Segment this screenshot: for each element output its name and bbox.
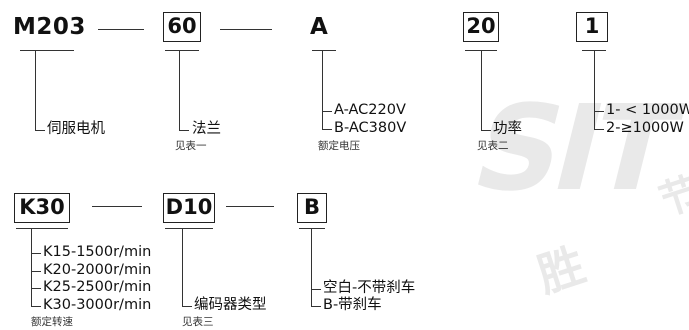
- flange-code-box: 60: [163, 12, 201, 42]
- voltage-option-b: B-AC380V: [334, 120, 407, 136]
- separator-dash: [220, 29, 272, 30]
- flange-label: 法兰: [192, 121, 221, 137]
- encoder-code-box: D10: [163, 193, 215, 223]
- speed-option-k25: K25-2500r/min: [43, 279, 152, 295]
- speed-range-option-1: 1- < 1000W: [606, 102, 689, 118]
- power-note: 见表二: [477, 140, 509, 152]
- encoder-label: 编码器类型: [194, 297, 267, 313]
- model-code: M203: [13, 14, 86, 40]
- speed-code-box: K30: [14, 193, 70, 223]
- encoder-note: 见表三: [182, 316, 214, 328]
- voltage-code: A: [310, 14, 329, 40]
- speed-option-k30: K30-3000r/min: [43, 297, 152, 313]
- brake-option-b: B-带刹车: [323, 297, 382, 313]
- power-code-box: 20: [463, 12, 499, 42]
- brake-option-none: 空白-不带刹车: [323, 280, 416, 296]
- power-label: 功率: [493, 121, 522, 137]
- watermark-char-2: 节: [653, 168, 689, 226]
- voltage-note: 额定电压: [318, 140, 360, 152]
- speed-option-k20: K20-2000r/min: [43, 262, 152, 278]
- separator-dash: [92, 206, 142, 207]
- separator-dash: [226, 206, 274, 207]
- flange-note: 见表一: [175, 140, 207, 152]
- speed-range-option-2: 2-≥1000W: [606, 120, 684, 136]
- speed-note: 额定转速: [31, 316, 73, 328]
- speed-range-code-box: 1: [576, 12, 608, 42]
- voltage-option-a: A-AC220V: [334, 102, 406, 118]
- speed-option-k15: K15-1500r/min: [43, 244, 152, 260]
- separator-dash: [98, 29, 144, 30]
- brake-code-box: B: [297, 193, 327, 223]
- watermark-char-1: 胜: [530, 237, 592, 303]
- servo-motor-label: 伺服电机: [47, 121, 105, 137]
